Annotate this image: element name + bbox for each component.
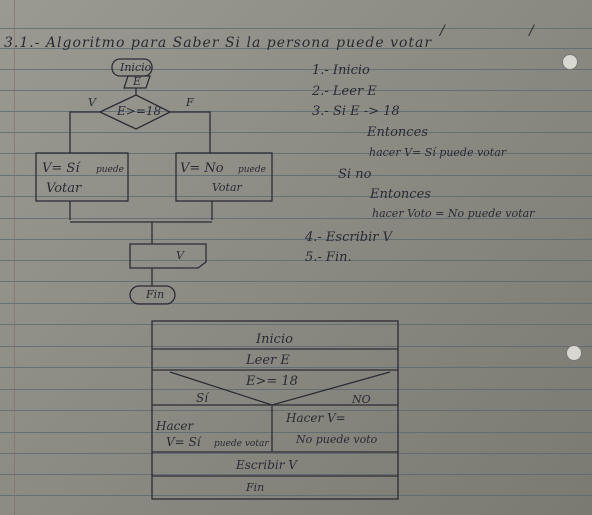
true-box-line1: V= Sí	[42, 161, 80, 176]
binder-hole	[566, 345, 582, 361]
flowchart-start: Inicio	[120, 61, 152, 74]
algorithm-step: hacer Voto = No puede votar	[372, 207, 535, 220]
nassi-yes-small: puede votar	[214, 439, 269, 449]
nassi-yes-label: Sí	[196, 391, 209, 405]
algorithm-step: hacer V= Sí puede votar	[369, 146, 507, 159]
nassi-yes-line1: Hacer	[156, 419, 194, 433]
algorithm-step: Si no	[338, 167, 372, 182]
nassi-no-line2: No puede voto	[296, 433, 378, 446]
flowchart-end: Fin	[146, 288, 165, 301]
algorithm-step: 3.- Si E -> 18	[312, 104, 400, 119]
nassi-condition: E>= 18	[246, 374, 298, 389]
false-branch-label: F	[186, 96, 194, 109]
true-branch-label: V	[88, 96, 96, 109]
nassi-read: Leer E	[246, 353, 290, 368]
nassi-end: Fin	[246, 481, 265, 494]
nassi-no-line1: Hacer V=	[286, 411, 346, 425]
algorithm-step: 4.- Escribir V	[305, 230, 392, 245]
true-box-line2: Votar	[46, 181, 82, 196]
algorithm-step: 2.- Leer E	[312, 84, 377, 99]
nassi-yes-line2: V= Sí	[166, 435, 201, 449]
false-box-small: puede	[238, 165, 266, 175]
flowchart-input: E	[133, 75, 142, 88]
nassi-no-label: NO	[352, 393, 371, 406]
binder-hole	[562, 54, 578, 70]
flowchart-decision: E>=18	[117, 104, 162, 118]
page-title: 3.1.- Algoritmo para Saber Si la persona…	[4, 35, 433, 51]
algorithm-step: Entonces	[367, 125, 428, 140]
algorithm-step: 1.- Inicio	[312, 63, 370, 78]
algorithm-step: Entonces	[370, 187, 431, 202]
false-box-line1: V= No	[180, 161, 224, 176]
flowchart-output: V	[176, 249, 184, 262]
page-marks: / /	[440, 23, 574, 39]
false-box-line2: Votar	[212, 181, 242, 194]
nassi-write: Escribir V	[236, 458, 297, 472]
nassi-start: Inicio	[256, 332, 293, 347]
true-box-small: puede	[96, 165, 124, 175]
algorithm-step: 5.- Fin.	[305, 250, 352, 265]
